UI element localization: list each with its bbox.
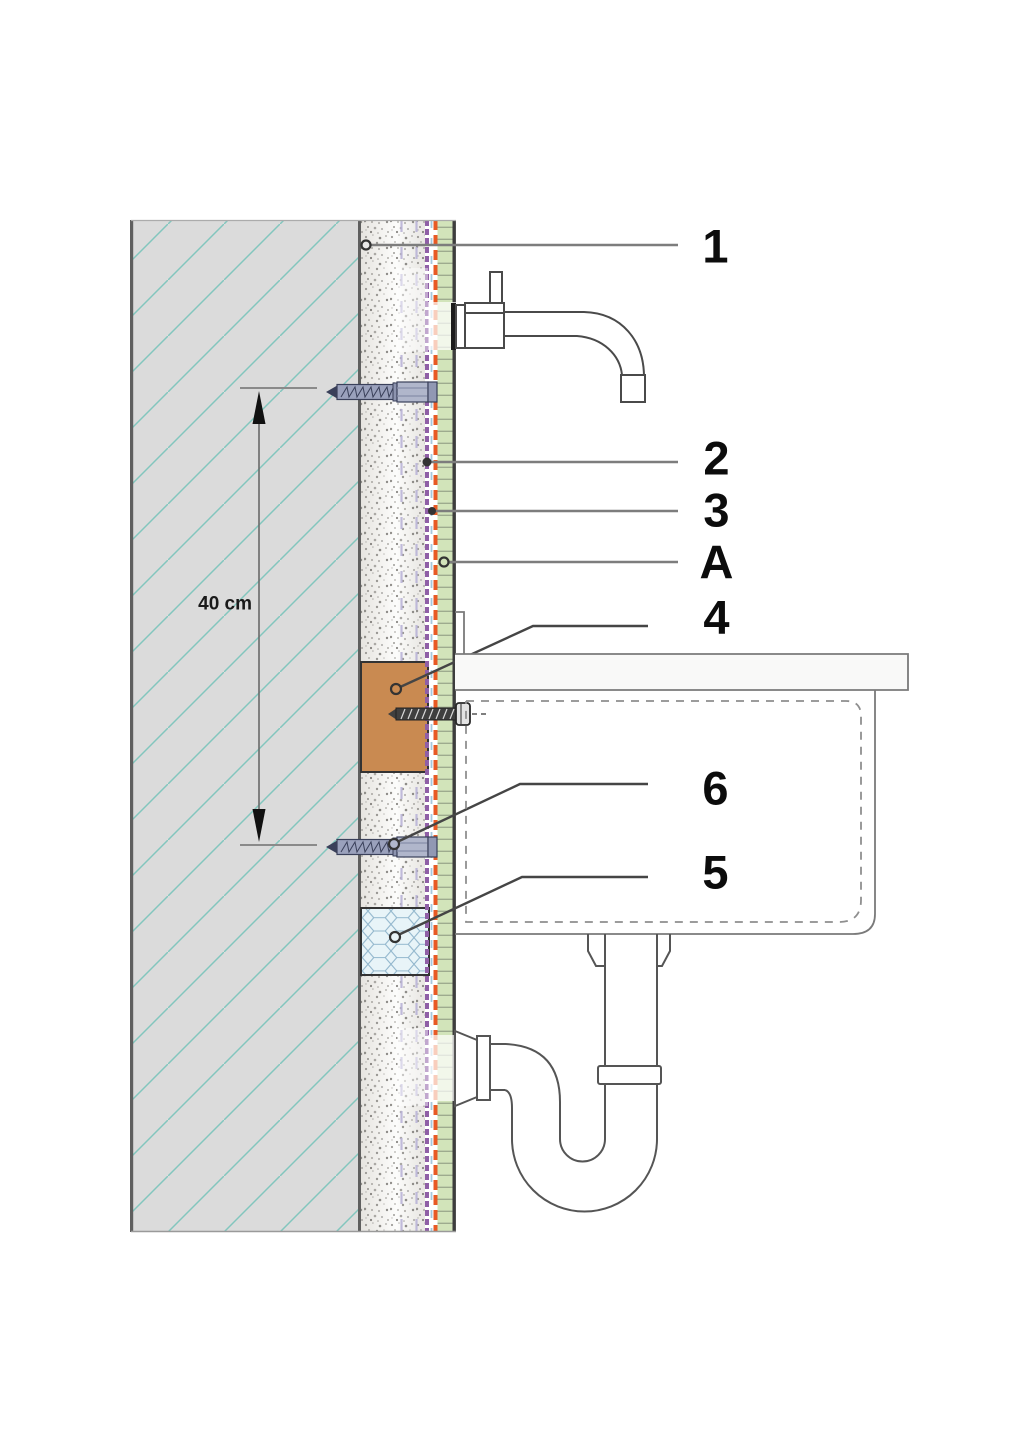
wall-outlet-escutcheon	[454, 1029, 478, 1108]
callout-label-3: 3	[703, 483, 729, 537]
leader-6	[394, 782, 648, 845]
basin-hidden-edge	[465, 700, 862, 923]
leader-3-dot	[428, 507, 436, 515]
leader-6-dot	[387, 837, 401, 851]
callout-label-5: 5	[702, 845, 728, 899]
basin-rim-slab	[455, 653, 909, 691]
tailpiece-flange-left	[587, 934, 605, 967]
tailpiece-nut	[597, 1065, 662, 1085]
callout-label-1: 1	[702, 219, 728, 273]
callout-label-6: 6	[702, 761, 728, 815]
leader-4-dot	[389, 682, 403, 696]
wall-outlet-nut	[476, 1035, 491, 1101]
washbasin	[455, 611, 909, 935]
dimension-label: 40 cm	[198, 593, 252, 615]
wall-anchor-bottom	[326, 836, 438, 858]
tile-adhesive-layer	[437, 220, 456, 1232]
tile-edge	[452, 220, 456, 1232]
basin-outer-shell	[455, 690, 876, 935]
trap-u-bend-inner	[559, 1138, 606, 1163]
masonry-wall	[130, 220, 362, 1232]
wall-faucet	[451, 271, 646, 403]
callout-label-A: A	[699, 535, 734, 589]
basin-rear-bracket	[455, 611, 465, 654]
leader-5	[395, 875, 648, 938]
leader-2-dot	[422, 457, 432, 467]
fixing-screw	[388, 702, 487, 726]
leader-A-dot	[438, 556, 450, 568]
leader-4	[397, 624, 648, 690]
leader-lines	[360, 239, 678, 944]
leader-1-dot	[360, 239, 372, 251]
tailpiece-flange-right	[657, 934, 671, 967]
trap-u-bend-outer	[511, 1138, 658, 1213]
wall-anchor-top	[326, 381, 438, 403]
callout-label-4: 4	[703, 590, 729, 644]
dimension-40cm	[240, 387, 317, 846]
leader-5-dot	[388, 930, 402, 944]
callout-label-2: 2	[703, 431, 729, 485]
p-trap-drain	[454, 934, 671, 1213]
